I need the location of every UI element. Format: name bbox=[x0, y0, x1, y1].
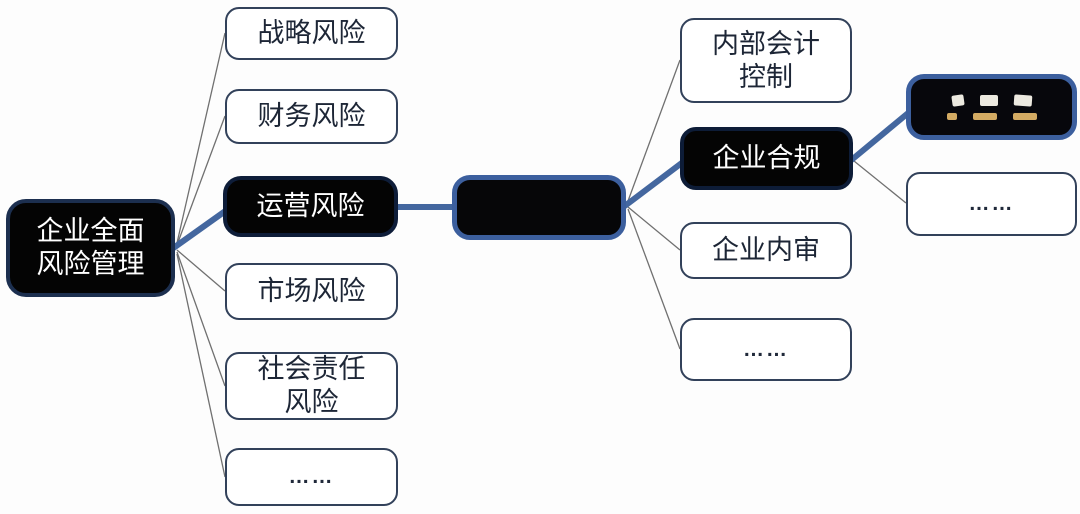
redacted-glyph-icon bbox=[946, 112, 957, 120]
node-internal-audit: 企业内审 bbox=[680, 222, 852, 279]
node-label: 市场风险 bbox=[257, 276, 366, 307]
redacted-glyph-row-white bbox=[950, 93, 1032, 107]
connector-root-strategic bbox=[176, 32, 226, 244]
redacted-glyph-icon bbox=[950, 93, 965, 107]
redacted-glyph-icon bbox=[1012, 112, 1037, 120]
node-label: 企业合规 bbox=[712, 143, 821, 174]
connector-root-more bbox=[176, 253, 226, 478]
connector-root-operational bbox=[169, 204, 234, 252]
node-social-responsibility-risk: 社会责任 风险 bbox=[225, 352, 398, 420]
redacted-glyph-row-amber bbox=[946, 112, 1037, 120]
node-label: …… bbox=[288, 465, 335, 489]
connector-mid-audit bbox=[627, 206, 681, 251]
connector-mid-more bbox=[627, 208, 681, 350]
node-label: 战略风险 bbox=[257, 18, 366, 49]
node-root-enterprise-risk-management: 企业全面 风险管理 bbox=[6, 199, 175, 297]
connector-root-market bbox=[176, 249, 226, 292]
node-more-level3: …… bbox=[680, 318, 852, 381]
node-strategic-risk: 战略风险 bbox=[225, 7, 398, 60]
connector-root-financial bbox=[176, 115, 226, 246]
node-market-risk: 市场风险 bbox=[225, 263, 398, 320]
node-label: …… bbox=[968, 192, 1015, 216]
connector-root-social bbox=[176, 251, 226, 387]
connector-mid-compliance bbox=[619, 156, 690, 211]
node-internal-accounting-control: 内部会计 控制 bbox=[680, 18, 852, 103]
redacted-glyph-icon bbox=[979, 94, 998, 106]
node-label: 企业内审 bbox=[712, 235, 820, 266]
node-more-risks: …… bbox=[225, 448, 398, 506]
connector-mid-internal-acct bbox=[627, 59, 681, 202]
node-corporate-compliance: 企业合规 bbox=[680, 127, 853, 190]
node-label: 财务风险 bbox=[257, 101, 366, 132]
node-financial-risk: 财务风险 bbox=[225, 89, 398, 144]
node-label: 社会责任 风险 bbox=[257, 354, 366, 417]
node-redacted-black bbox=[452, 175, 626, 240]
node-label: 内部会计 控制 bbox=[712, 28, 820, 92]
node-more-level4: …… bbox=[906, 172, 1077, 236]
node-operational-risk: 运营风险 bbox=[223, 176, 398, 237]
redacted-glyph-icon bbox=[972, 112, 997, 120]
redacted-glyph-icon bbox=[1013, 93, 1032, 107]
connector-compliance-logo bbox=[846, 106, 916, 165]
node-label: …… bbox=[743, 337, 789, 361]
node-label: 企业全面 风险管理 bbox=[36, 216, 145, 279]
connector-compliance-more bbox=[853, 160, 907, 204]
node-label: 运营风险 bbox=[256, 191, 365, 222]
node-redacted-logo bbox=[906, 74, 1077, 140]
